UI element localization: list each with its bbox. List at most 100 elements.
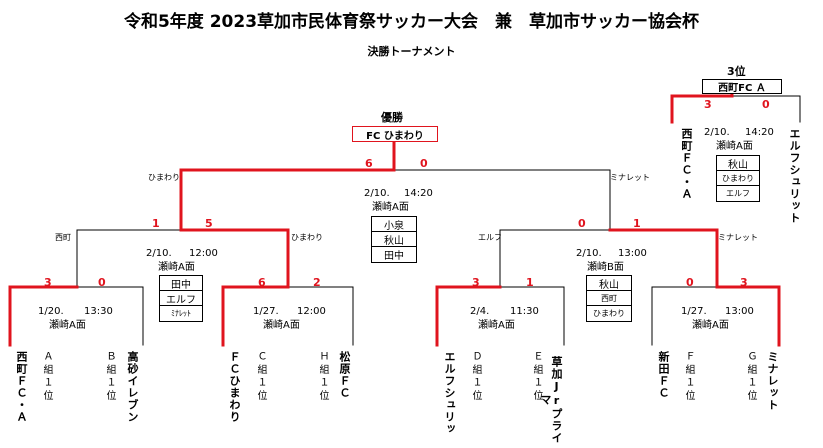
final-score-right: 0 xyxy=(420,157,428,170)
qf3-time: 11:30 xyxy=(510,306,539,317)
qf4-group-left: Ｆ組１位 xyxy=(683,351,694,403)
third-place-winner-box: 西町FC Ａ xyxy=(702,79,782,94)
third-place-time: 14:20 xyxy=(745,127,774,138)
qf2-team-right: 松原ＦＣ xyxy=(338,351,351,399)
champion-box: FC ひまわり xyxy=(352,126,438,142)
qf1-venue: 瀬崎A面 xyxy=(49,320,86,331)
final-time: 14:20 xyxy=(404,188,433,199)
semi2-line-win xyxy=(608,228,719,289)
official-item: 秋山 xyxy=(587,276,631,291)
semi2-line-left xyxy=(499,229,611,288)
qf3-date: 2/4. xyxy=(470,306,490,317)
page-title: 令和5年度 2023草加市民体育祭サッカー大会 兼 草加市サッカー協会杯 xyxy=(123,12,700,32)
official-item: エルフ xyxy=(160,291,202,306)
qf1-time: 13:30 xyxy=(84,306,113,317)
qf2-group-left: Ｃ組１位 xyxy=(255,351,266,403)
third-place-label: 3位 xyxy=(727,65,746,78)
champion-label: 優勝 xyxy=(381,111,403,124)
third-place-team-right: エルフシュリット xyxy=(788,128,801,224)
qf4-team-left: 新田ＦＣ xyxy=(657,351,670,399)
final-officials: 小泉 秋山 田中 xyxy=(371,216,417,263)
qf3-line-win xyxy=(435,285,502,347)
qf1-score-right: 0 xyxy=(98,276,106,289)
semi1-line-win xyxy=(179,228,290,289)
third-place-line-win xyxy=(670,92,734,124)
qf1-team-left: 西町ＦＣ・Ａ xyxy=(15,351,28,423)
semi2-time: 13:00 xyxy=(618,248,647,259)
qf2-venue: 瀬崎A面 xyxy=(263,320,300,331)
semi1-venue: 瀬崎A面 xyxy=(158,262,195,273)
semi1-score-right: 5 xyxy=(205,217,213,230)
third-place-score-right: 0 xyxy=(762,98,770,111)
third-place-date: 2/10. xyxy=(704,127,730,138)
semi2-officials: 秋山 西町 ひまわり xyxy=(586,275,632,322)
final-date: 2/10. xyxy=(364,188,390,199)
qf3-team-right: 草加Jrプライマ xyxy=(539,355,563,444)
qf1-line-right xyxy=(76,286,144,346)
semi1-officials: 田中 エルフ ﾐﾅﾚｯﾄ xyxy=(159,275,203,322)
qf2-team-left: ＦＣひまわり xyxy=(228,351,241,423)
qf2-line-right xyxy=(287,286,354,346)
third-place-officials: 秋山 ひまわり エルフ xyxy=(716,155,760,202)
third-place-line-right xyxy=(731,95,801,123)
qf3-team-left: エルフシュリッ xyxy=(443,351,456,435)
official-item: エルフ xyxy=(726,189,750,198)
qf4-date: 1/27. xyxy=(681,306,707,317)
qf1-date: 1/20. xyxy=(38,306,64,317)
semi2-venue: 瀬崎B面 xyxy=(587,262,624,273)
semi1-line-left xyxy=(76,229,182,288)
third-place-score-left: 3 xyxy=(704,98,712,111)
qf3-line-right xyxy=(499,286,565,346)
qf3-group-right: Ｅ組１位 xyxy=(531,351,542,403)
semi2-date: 2/10. xyxy=(576,248,602,259)
official-item: 西町 xyxy=(587,291,631,306)
semi2-score-left: 0 xyxy=(578,217,586,230)
final-name-left: ひまわり xyxy=(148,173,180,182)
official-item: 秋山 xyxy=(717,156,759,171)
official-item: ひまわり xyxy=(593,309,625,318)
qf1-team-right: 高砂イレブン xyxy=(126,351,139,423)
qf4-score-right: 3 xyxy=(740,276,748,289)
qf4-line-win xyxy=(715,285,781,347)
qf2-line-win xyxy=(221,285,290,347)
qf3-score-left: 3 xyxy=(472,276,480,289)
third-place-team-left: 西町ＦＣ・Ａ xyxy=(680,128,693,200)
official-item: 田中 xyxy=(384,251,404,262)
official-item: 秋山 xyxy=(372,232,416,247)
semi2-name-left: エルフ xyxy=(478,233,502,242)
final-name-right: ミナレット xyxy=(610,173,650,182)
final-score-left: 6 xyxy=(365,157,373,170)
qf1-line-win xyxy=(8,285,79,347)
qf2-score-left: 6 xyxy=(258,276,266,289)
qf1-score-left: 3 xyxy=(44,276,52,289)
qf2-time: 12:00 xyxy=(297,306,326,317)
final-line-right xyxy=(393,169,611,231)
qf4-group-right: Ｇ組１位 xyxy=(745,351,756,403)
semi1-date: 2/10. xyxy=(146,248,172,259)
third-place-venue: 瀬崎A面 xyxy=(716,141,753,152)
page-subtitle: 決勝トーナメント xyxy=(367,45,456,58)
final-venue: 瀬崎A面 xyxy=(372,202,409,213)
qf1-group-right: Ｂ組１位 xyxy=(104,351,115,403)
qf1-group-left: Ａ組１位 xyxy=(41,351,52,403)
semi1-time: 12:00 xyxy=(189,248,218,259)
semi1-name-left: 西町 xyxy=(55,233,71,242)
official-item: ひまわり xyxy=(717,171,759,186)
qf4-team-right: ミナレット xyxy=(766,351,779,411)
qf3-score-right: 1 xyxy=(526,276,534,289)
qf3-group-left: Ｄ組１位 xyxy=(470,351,481,403)
semi1-name-right: ひまわり xyxy=(291,233,323,242)
qf4-line-left xyxy=(651,286,718,346)
official-item: 小泉 xyxy=(372,217,416,232)
qf4-time: 13:00 xyxy=(725,306,754,317)
semi2-name-right: ミナレット xyxy=(718,233,758,242)
semi2-score-right: 1 xyxy=(633,217,641,230)
qf2-date: 1/27. xyxy=(253,306,279,317)
semi1-score-left: 1 xyxy=(152,217,160,230)
final-line-win xyxy=(179,140,396,232)
qf2-score-right: 2 xyxy=(313,276,321,289)
qf2-group-right: Ｈ組１位 xyxy=(317,351,328,403)
qf4-venue: 瀬崎A面 xyxy=(692,320,729,331)
qf3-venue: 瀬崎A面 xyxy=(478,320,515,331)
